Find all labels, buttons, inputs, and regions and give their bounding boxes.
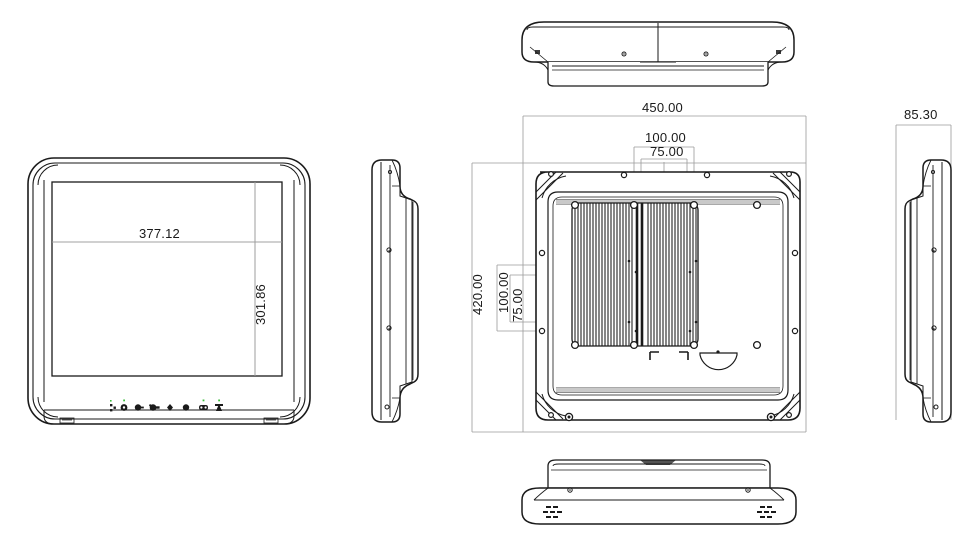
chassis-screw-holes — [538, 171, 799, 419]
serial-port-icon — [110, 400, 116, 412]
front-view-region — [28, 155, 313, 427]
bottom-corner-fasteners — [564, 412, 776, 422]
view-top — [521, 21, 795, 87]
view-bottom — [521, 459, 797, 525]
dimension-front-width: 377.12 — [139, 226, 180, 241]
antenna-port-icon — [215, 399, 223, 411]
vesa-mount-holes — [570, 200, 762, 350]
dimension-vesa-horizontal-75: 75.00 — [650, 144, 684, 159]
lan-port-icon — [199, 399, 208, 410]
power-port-icon — [120, 399, 128, 411]
front-panel-io-strip — [110, 399, 223, 412]
display-port-icon — [167, 404, 173, 411]
cable-cutout-area — [649, 350, 738, 371]
usb-port-icon — [149, 404, 160, 411]
left-side-view-region — [368, 155, 424, 427]
view-left-side — [371, 159, 419, 423]
vent-slots-left — [543, 506, 562, 518]
rear-view-region — [468, 112, 810, 434]
view-right-side — [895, 124, 952, 423]
right-side-view-region — [892, 120, 954, 428]
dimension-vesa-horizontal-100: 100.00 — [645, 130, 686, 145]
vga-port-icon — [182, 404, 190, 411]
dimension-side-depth: 85.30 — [904, 107, 938, 122]
top-view-region — [518, 18, 800, 90]
view-rear — [471, 115, 807, 433]
bottom-view-region — [518, 456, 800, 528]
view-front — [27, 157, 311, 425]
audio-jack-icon — [134, 404, 144, 411]
vent-slots-right — [757, 506, 776, 518]
dimension-rear-width: 450.00 — [642, 100, 683, 115]
heatsink-fins — [574, 203, 697, 346]
